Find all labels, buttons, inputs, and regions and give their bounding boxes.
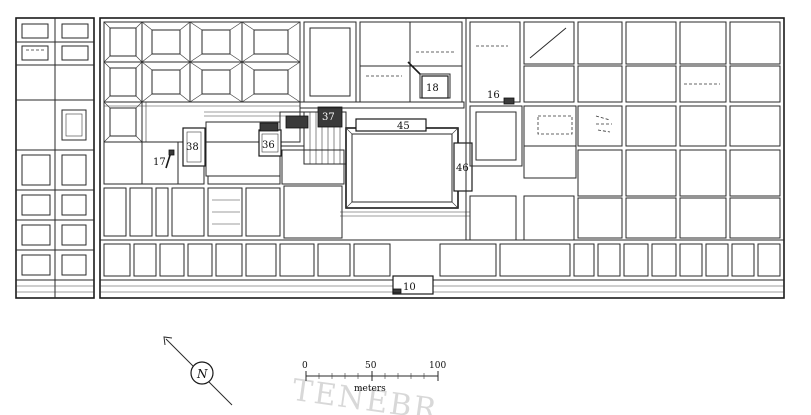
structure-16 bbox=[503, 97, 515, 105]
scale-bar: 0 50 100 meters bbox=[302, 361, 446, 394]
shaded-room-b bbox=[285, 115, 309, 129]
north-label: N bbox=[196, 367, 208, 381]
mid-left-blocks bbox=[103, 187, 281, 237]
east-compound-cells bbox=[465, 18, 781, 241]
scale-unit: meters bbox=[354, 384, 386, 394]
structure-38 bbox=[182, 127, 206, 167]
scale-tick-0: 0 bbox=[302, 361, 308, 371]
label-16: 16 bbox=[487, 90, 500, 101]
label-38: 38 bbox=[186, 142, 199, 153]
structure-10 bbox=[392, 275, 434, 295]
label-37: 37 bbox=[322, 112, 335, 123]
label-46: 46 bbox=[456, 163, 469, 174]
central-plaza bbox=[340, 127, 470, 217]
central-west-rooms bbox=[103, 111, 347, 239]
upper-middle-rooms bbox=[299, 21, 465, 109]
label-18: 18 bbox=[426, 83, 439, 94]
scale-tick-50: 50 bbox=[365, 361, 377, 371]
north-circle bbox=[190, 361, 214, 385]
west-compound-cells bbox=[16, 18, 94, 298]
structure-46 bbox=[453, 142, 473, 192]
north-arrow: N bbox=[163, 336, 233, 406]
label-10: 10 bbox=[403, 282, 416, 293]
main-compound-outline bbox=[99, 17, 785, 299]
label-36: 36 bbox=[262, 140, 275, 151]
lower-row-cells bbox=[100, 239, 784, 293]
label-45: 45 bbox=[397, 121, 410, 132]
label-17: 17 bbox=[153, 157, 166, 168]
structure-18 bbox=[421, 75, 449, 99]
structure-37 bbox=[317, 106, 343, 128]
structure-45 bbox=[355, 118, 427, 132]
shaded-room-a bbox=[259, 122, 279, 132]
scale-tick-100: 100 bbox=[429, 361, 446, 371]
